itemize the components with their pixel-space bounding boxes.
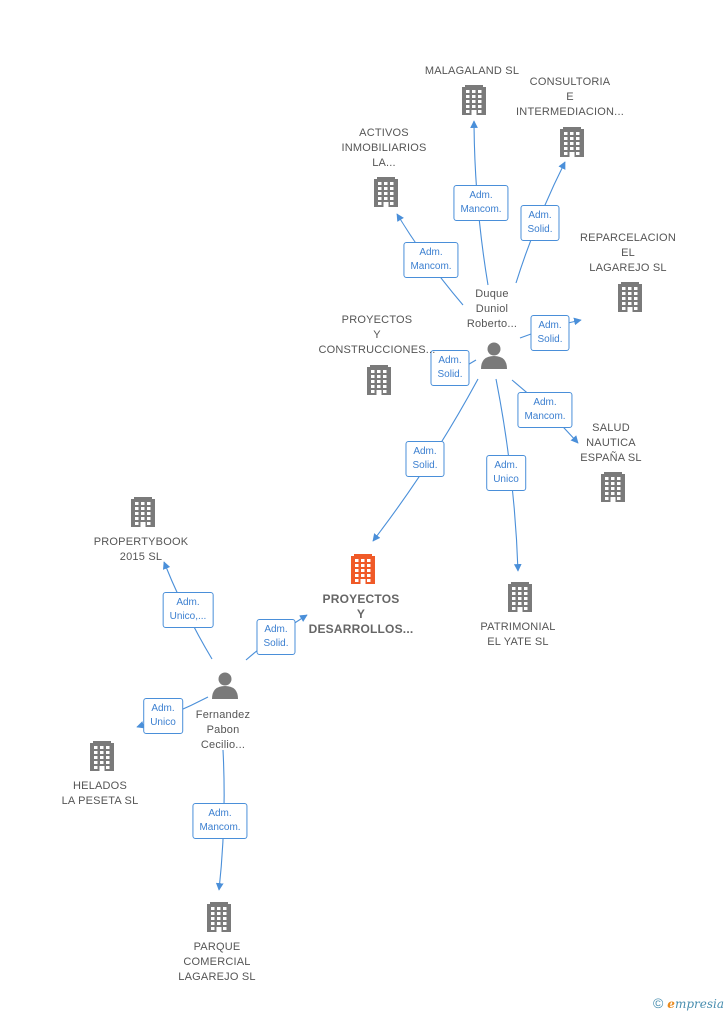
icons-layer xyxy=(90,85,642,932)
edge-label-duque-to-consultoria[interactable]: Adm. Solid. xyxy=(520,205,560,241)
node-label-parque[interactable]: PARQUE COMERCIAL LAGAREJO SL xyxy=(178,941,256,983)
building-icon-proyectos-construcciones[interactable] xyxy=(367,365,391,395)
building-icon-salud[interactable] xyxy=(601,472,625,502)
building-icon-reparcelacion[interactable] xyxy=(618,282,642,312)
building-icon-malagaland[interactable] xyxy=(462,85,486,115)
brand-initial: e xyxy=(667,997,675,1011)
node-label-proyectos-desarrollos[interactable]: PROYECTOS Y DESARROLLOS... xyxy=(308,592,414,636)
building-icon-parque[interactable] xyxy=(207,902,231,932)
node-label-fernandez[interactable]: Fernandez Pabon Cecilio... xyxy=(195,709,251,751)
node-label-consultoria[interactable]: CONSULTORIA E INTERMEDIACION... xyxy=(516,76,624,118)
edge-label-fernandez-to-helados[interactable]: Adm. Unico xyxy=(143,698,183,734)
node-label-proyectos-construcciones[interactable]: PROYECTOS Y CONSTRUCCIONES... xyxy=(318,314,436,356)
node-label-patrimonial[interactable]: PATRIMONIAL EL YATE SL xyxy=(480,621,556,648)
edge-label-duque-to-salud[interactable]: Adm. Mancom. xyxy=(517,392,573,428)
node-label-helados[interactable]: HELADOS LA PESETA SL xyxy=(61,780,139,807)
person-icon-duque[interactable] xyxy=(481,342,507,370)
building-icon-patrimonial[interactable] xyxy=(508,582,532,612)
copyright-symbol: © xyxy=(652,995,664,1011)
edges-layer xyxy=(136,120,582,891)
edge-label-duque-to-proyectos-desarrollos[interactable]: Adm. Solid. xyxy=(405,441,445,477)
node-label-activos[interactable]: ACTIVOS INMOBILIARIOS LA... xyxy=(341,127,427,169)
node-label-reparcelacion[interactable]: REPARCELACION EL LAGAREJO SL xyxy=(580,232,676,274)
building-icon-proyectos-desarrollos[interactable] xyxy=(351,554,375,584)
building-icon-activos[interactable] xyxy=(374,177,398,207)
footer-brand: ©empresia xyxy=(653,995,724,1011)
edge-label-fernandez-to-proyectos-desarrollos[interactable]: Adm. Solid. xyxy=(256,619,296,655)
edge-label-fernandez-to-parque[interactable]: Adm. Mancom. xyxy=(192,803,248,839)
edge-label-duque-to-activos[interactable]: Adm. Mancom. xyxy=(403,242,459,278)
edge-label-duque-to-patrimonial[interactable]: Adm. Unico xyxy=(486,455,526,491)
person-icon-fernandez[interactable] xyxy=(212,672,238,700)
edge-label-duque-to-proyectos-construcciones[interactable]: Adm. Solid. xyxy=(430,350,470,386)
edge-label-duque-to-reparcelacion[interactable]: Adm. Solid. xyxy=(530,315,570,351)
node-label-malagaland[interactable]: MALAGALAND SL xyxy=(424,65,520,77)
node-label-propertybook[interactable]: PROPERTYBOOK 2015 SL xyxy=(93,536,189,563)
node-label-duque[interactable]: Duque Duniol Roberto... xyxy=(466,288,518,330)
edge-label-fernandez-to-propertybook[interactable]: Adm. Unico,... xyxy=(162,592,214,628)
edge-label-duque-to-malagaland[interactable]: Adm. Mancom. xyxy=(453,185,509,221)
brand-name: mpresia xyxy=(674,997,724,1011)
node-label-salud[interactable]: SALUD NAUTICA ESPAÑA SL xyxy=(580,422,642,464)
building-icon-consultoria[interactable] xyxy=(560,127,584,157)
building-icon-propertybook[interactable] xyxy=(131,497,155,527)
building-icon-helados[interactable] xyxy=(90,741,114,771)
